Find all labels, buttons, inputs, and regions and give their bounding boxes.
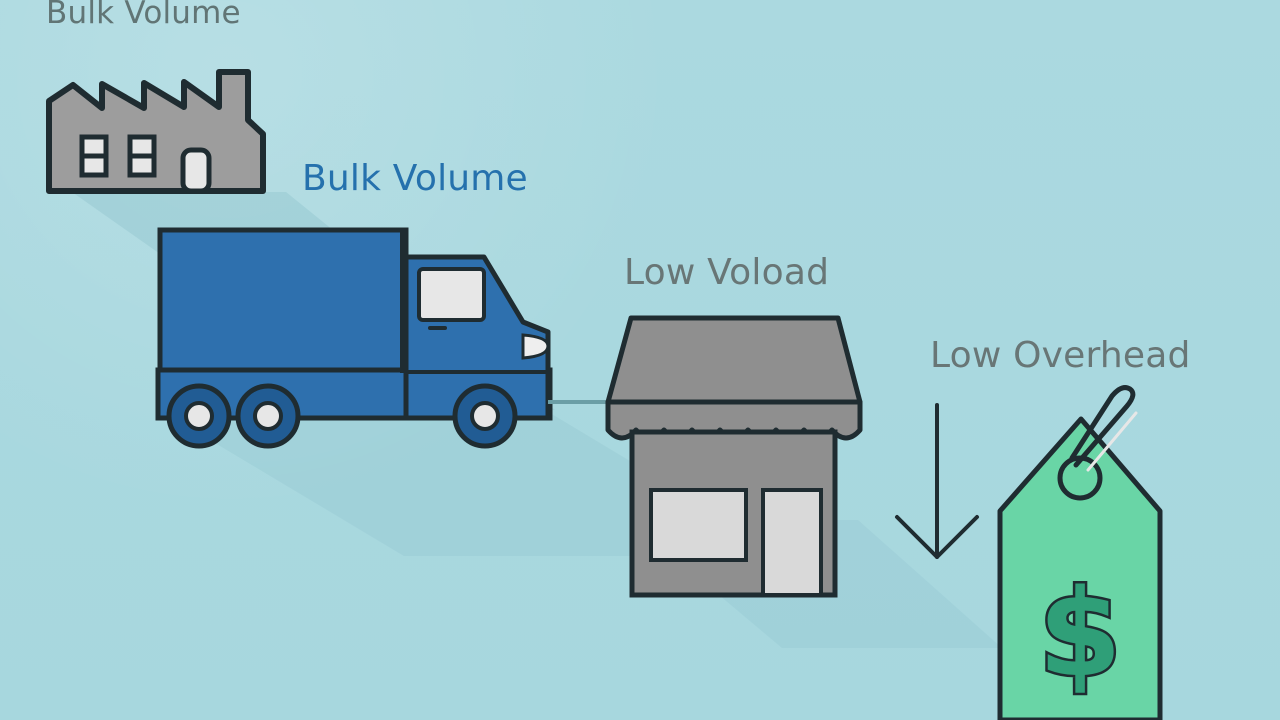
price-tag-string-highlight: [1086, 411, 1138, 472]
factory-door: [180, 147, 212, 194]
price-tag-string-outline: [1069, 385, 1136, 468]
store-roof: [605, 315, 863, 405]
truck-hub-front: [470, 401, 500, 431]
store-icon: [605, 315, 863, 598]
truck-cargo-box: [157, 227, 409, 375]
truck-headlight: [521, 333, 550, 360]
truck-hub-rear-right: [253, 401, 283, 431]
down-arrow-head: [895, 515, 979, 559]
truck-icon: [155, 227, 610, 449]
factory-icon: [46, 69, 266, 194]
truck-hub-rear-left: [184, 401, 214, 431]
top-bulk-volume-label: Bulk Volume: [46, 0, 241, 31]
truck-window: [417, 267, 486, 322]
store-window: [649, 488, 748, 562]
down-arrow-icon: [895, 403, 979, 559]
dollar-symbol: $: [1038, 565, 1122, 704]
bulk-volume-label: Bulk Volume: [302, 158, 528, 199]
price-tag-body: [997, 416, 1163, 720]
low-overhead-label: Low Overhead: [930, 335, 1191, 376]
price-tag-icon: $: [997, 385, 1163, 720]
store-door: [761, 488, 823, 597]
low-voload-label: Low Voload: [624, 252, 830, 293]
